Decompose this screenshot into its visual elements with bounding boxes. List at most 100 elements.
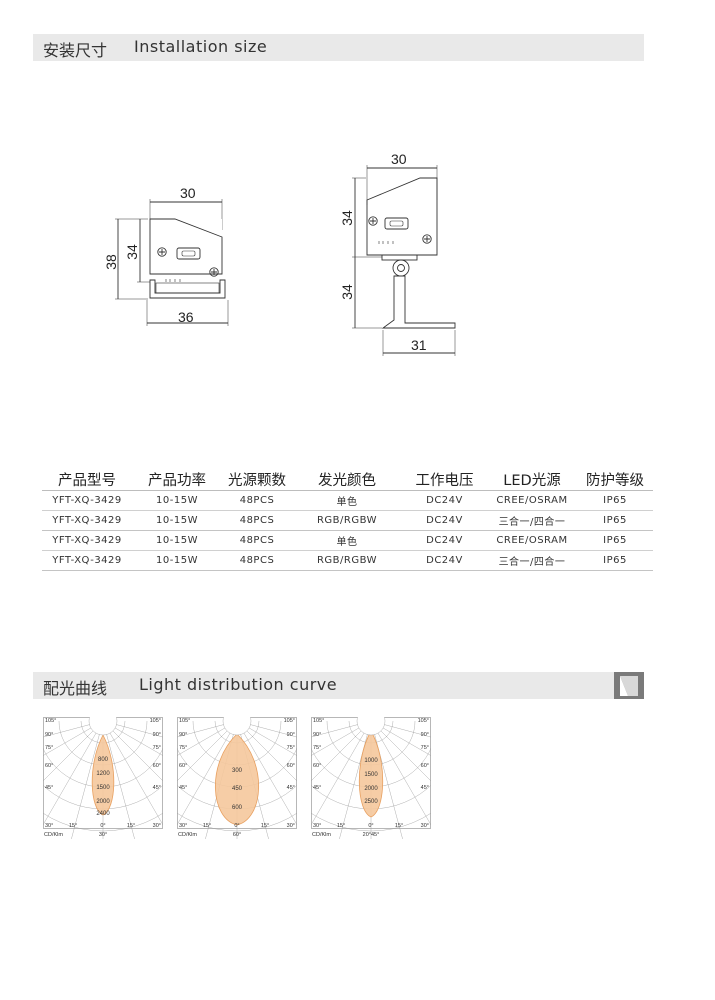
cell-color: RGB/RGBW [292,510,402,531]
intensity-label: 2000 [96,799,110,805]
cell-led-source: CREE/OSRAM [487,530,577,551]
dim-left-bottom: 36 [178,309,194,325]
polar-chart: 8001200150020002400105°90°75°60°45°30°10… [43,717,163,839]
header-led-source: LED光源 [487,468,577,491]
intensity-label: 300 [232,768,243,774]
light-section-header: 配光曲线 Light distribution curve [33,672,644,699]
angle-label: 45° [287,785,295,791]
intensity-label: 600 [232,805,243,811]
cell-power: 10-15W [132,550,222,571]
angle-label: 90° [153,732,161,738]
dim-right-bottom: 31 [411,337,427,353]
angle-label: 0° [234,823,239,829]
table-header-row: 产品型号 产品功率 光源颗数 发光颜色 工作电压 LED光源 防护等级 [42,468,653,491]
angle-label: 90° [179,732,187,738]
angle-label: 0° [100,823,105,829]
cell-led-count: 48PCS [222,490,292,511]
unit-label: CD/Klm [312,832,331,838]
cell-led-count: 48PCS [222,550,292,571]
angle-label: 30° [287,823,295,829]
spec-table: 产品型号 产品功率 光源颗数 发光颜色 工作电压 LED光源 防护等级 YFT-… [42,468,653,571]
cell-ip-rating: IP65 [577,550,653,571]
intensity-label: 2500 [364,799,378,805]
angle-label: 30° [179,823,187,829]
cell-model: YFT-XQ-3429 [42,550,132,571]
unit-label: CD/Klm [44,832,63,838]
cell-model: YFT-XQ-3429 [42,530,132,551]
angle-label: 105° [45,718,56,724]
install-section-header: 安装尺寸 Installation size [33,34,644,61]
angle-label: 15° [395,823,403,829]
cell-led-source: 三合一/四合一 [487,550,577,571]
angle-label: 105° [179,718,190,724]
cell-color: 单色 [292,490,402,511]
cell-voltage: DC24V [402,530,487,551]
angle-label: 45° [421,785,429,791]
corner-logo-icon [614,672,644,699]
intensity-label: 450 [232,786,243,792]
cell-power: 10-15W [132,530,222,551]
angle-label: 75° [179,745,187,751]
angle-label: 60° [313,763,321,769]
header-ip-rating: 防护等级 [577,468,653,491]
angle-label: 30° [153,823,161,829]
angle-label: 75° [313,745,321,751]
installation-drawing: 30 36 38 34 30 31 34 34 [103,151,456,356]
cell-model: YFT-XQ-3429 [42,490,132,511]
cell-voltage: DC24V [402,550,487,571]
table-row: YFT-XQ-3429 10-15W 48PCS RGB/RGBW DC24V … [42,550,653,571]
angle-label: 45° [153,785,161,791]
light-title-cn: 配光曲线 [43,679,108,698]
beam-shape [358,730,384,818]
table-row: YFT-XQ-3429 10-15W 48PCS RGB/RGBW DC24V … [42,510,653,531]
intensity-label: 1200 [96,771,110,777]
table-row: YFT-XQ-3429 10-15W 48PCS 单色 DC24V CREE/O… [42,530,653,551]
cell-voltage: DC24V [402,510,487,531]
cell-voltage: DC24V [402,490,487,511]
angle-label: 105° [150,718,161,724]
right-fixture-drawing [352,165,456,356]
angle-label: 75° [287,745,295,751]
beam-angle-label: 20°45° [363,832,380,838]
intensity-label: 2000 [364,786,378,792]
angle-label: 60° [287,763,295,769]
angle-label: 75° [153,745,161,751]
intensity-label: 1500 [364,772,378,778]
cell-led-count: 48PCS [222,510,292,531]
beam-shape [215,733,259,826]
angle-label: 15° [69,823,77,829]
header-color: 发光颜色 [292,468,402,491]
polar-chart: 300450600105°90°75°60°45°30°105°90°75°60… [177,717,297,839]
header-power: 产品功率 [132,468,222,491]
polar-chart: 1000150020002500105°90°75°60°45°30°105°9… [311,717,431,839]
angle-label: 15° [337,823,345,829]
dim-right-top: 30 [391,151,407,167]
angle-label: 75° [45,745,53,751]
angle-label: 0° [368,823,373,829]
angle-label: 60° [45,763,53,769]
cell-led-count: 48PCS [222,530,292,551]
cell-ip-rating: IP65 [577,510,653,531]
unit-label: CD/Klm [178,832,197,838]
beam-shape [91,734,115,816]
angle-label: 90° [313,732,321,738]
beam-angle-label: 30° [99,832,107,838]
cell-led-source: 三合一/四合一 [487,510,577,531]
angle-label: 60° [421,763,429,769]
cell-ip-rating: IP65 [577,530,653,551]
angle-label: 30° [313,823,321,829]
dim-left-outer: 38 [103,254,119,270]
angle-label: 15° [203,823,211,829]
install-title-en: Installation size [134,37,268,56]
intensity-label: 2400 [96,811,110,817]
angle-label: 30° [421,823,429,829]
left-fixture-drawing [115,199,229,326]
dim-left-top: 30 [180,185,196,201]
angle-label: 90° [287,732,295,738]
angle-label: 45° [313,785,321,791]
angle-label: 15° [261,823,269,829]
header-led-count: 光源颗数 [222,468,292,491]
